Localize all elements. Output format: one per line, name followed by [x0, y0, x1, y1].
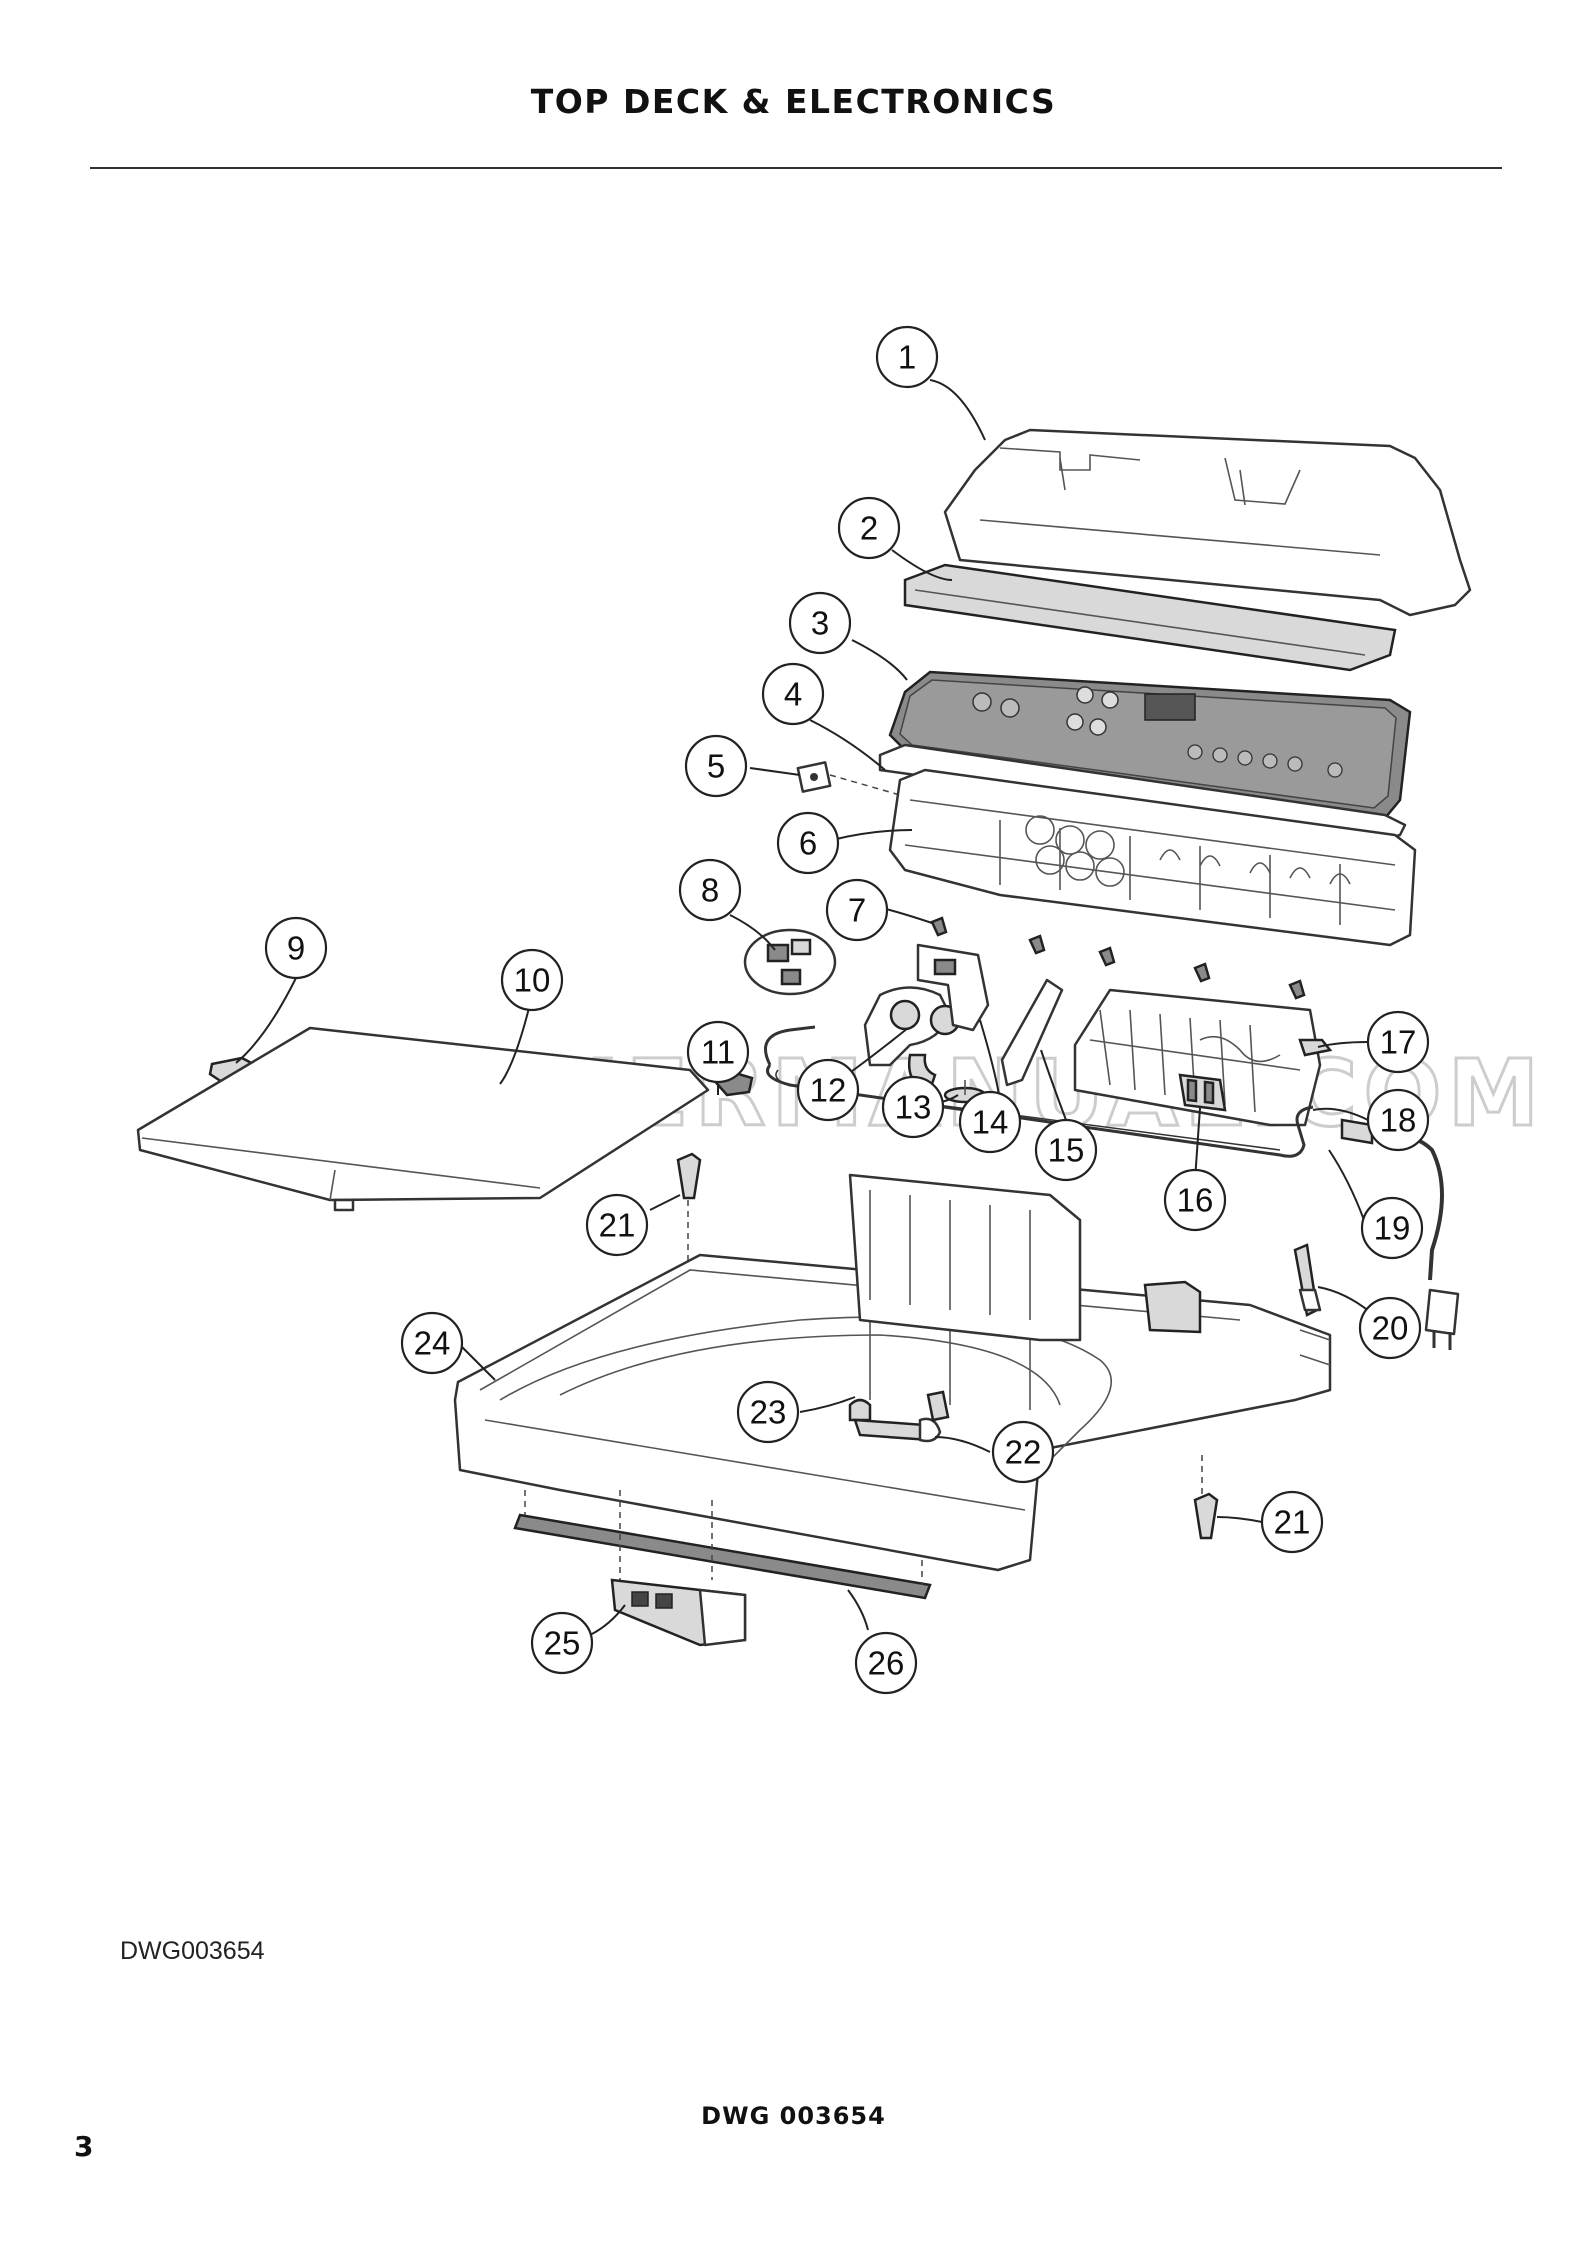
- callout-13: 13: [881, 1075, 945, 1139]
- callout-10: 10: [500, 948, 564, 1012]
- callout-1: 1: [875, 325, 939, 389]
- callout-label: 22: [1005, 1434, 1042, 1471]
- callout-label: 8: [701, 872, 719, 909]
- part-lid: [136, 1026, 710, 1212]
- callout-5: 5: [684, 734, 748, 798]
- callout-label: 16: [1177, 1182, 1214, 1219]
- drawing-number: DWG003654: [120, 1937, 265, 1965]
- callout-7: 7: [825, 878, 889, 942]
- callout-17: 17: [1366, 1010, 1430, 1074]
- callout-label: 10: [514, 962, 551, 999]
- callout-label: 12: [810, 1072, 847, 1109]
- part-lid-strike-lower: [1193, 1492, 1219, 1540]
- part-fill-inlet: [848, 1390, 950, 1443]
- part-control-panel: [888, 670, 1412, 820]
- callout-23: 23: [736, 1380, 800, 1444]
- callout-label: 15: [1048, 1132, 1085, 1169]
- part-rear-bracket: [1293, 1243, 1322, 1317]
- callout-label: 20: [1372, 1310, 1409, 1347]
- callout-label: 7: [848, 892, 866, 929]
- callout-21-lower: 21: [1260, 1490, 1324, 1554]
- part-wire-harness: [764, 1025, 1314, 1158]
- callout-label: 18: [1380, 1102, 1417, 1139]
- callout-label: 14: [972, 1104, 1009, 1141]
- callout-label: 6: [799, 825, 817, 862]
- footer-drawing-reference: DWG 003654: [701, 2102, 886, 2130]
- callout-label: 23: [750, 1394, 787, 1431]
- callout-22: 22: [991, 1420, 1055, 1484]
- callout-25: 25: [530, 1611, 594, 1675]
- alignment-line: [829, 774, 901, 796]
- callout-4: 4: [761, 662, 825, 726]
- callout-label: 17: [1380, 1024, 1417, 1061]
- callout-14: 14: [958, 1090, 1022, 1154]
- callout-26: 26: [854, 1631, 918, 1695]
- part-pad: [796, 761, 832, 793]
- callout-label: 26: [868, 1645, 905, 1682]
- callout-2: 2: [837, 496, 901, 560]
- callout-label: 24: [414, 1325, 451, 1362]
- callout-leaders: [235, 379, 1371, 1636]
- callout-24: 24: [400, 1311, 464, 1375]
- page-number: 3: [74, 2130, 94, 2163]
- callout-6: 6: [776, 811, 840, 875]
- part-console-trim: [943, 428, 1472, 617]
- part-connector: [1178, 1073, 1227, 1112]
- callout-label: 4: [784, 676, 802, 713]
- part-trim-strip: [903, 563, 1397, 672]
- callout-label: 19: [1374, 1210, 1411, 1247]
- callout-label: 13: [895, 1089, 932, 1126]
- part-main-control-board: [1073, 988, 1333, 1127]
- part-shield-plate: [1000, 978, 1064, 1087]
- callout-label: 3: [811, 605, 829, 642]
- part-lid-strike-upper: [676, 1152, 702, 1200]
- part-connector-kit: [743, 928, 837, 996]
- part-lid-lock: [610, 1578, 747, 1647]
- callout-11: 11: [686, 1020, 750, 1084]
- part-power-cord: [1340, 1118, 1460, 1350]
- callout-18: 18: [1366, 1088, 1430, 1152]
- callout-label: 5: [707, 748, 725, 785]
- part-console-housing: [888, 768, 1417, 947]
- callout-label: 21: [599, 1207, 636, 1244]
- title-divider: [90, 167, 1502, 169]
- callout-15: 15: [1034, 1118, 1098, 1182]
- callout-label: 9: [287, 930, 305, 967]
- callout-12: 12: [796, 1058, 860, 1122]
- callout-21-upper: 21: [585, 1193, 649, 1257]
- callout-label: 21: [1274, 1504, 1311, 1541]
- part-screws: [930, 916, 1306, 1000]
- callout-9: 9: [264, 916, 328, 980]
- callout-16: 16: [1163, 1168, 1227, 1232]
- part-front-trim: [513, 1513, 932, 1600]
- part-valve-bracket: [916, 943, 990, 1032]
- callout-8: 8: [678, 858, 742, 922]
- callout-label: 11: [701, 1034, 735, 1071]
- callout-20: 20: [1358, 1296, 1422, 1360]
- callout-label: 1: [898, 339, 916, 376]
- callout-19: 19: [1360, 1196, 1424, 1260]
- callout-3: 3: [788, 591, 852, 655]
- callout-label: 2: [860, 510, 878, 547]
- page-title: TOP DECK & ELECTRONICS: [530, 82, 1057, 121]
- callout-label: 25: [544, 1625, 581, 1662]
